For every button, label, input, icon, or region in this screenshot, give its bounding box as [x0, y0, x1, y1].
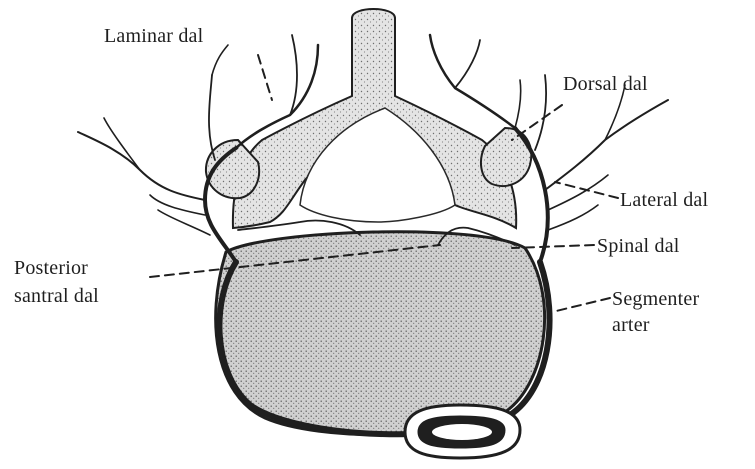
- leader-laminar: [258, 55, 272, 100]
- leader-lateral: [555, 182, 618, 198]
- vertebral-body: [216, 232, 545, 435]
- label-spinal-branch: Spinal dal: [597, 235, 680, 257]
- label-posterior-central-line1: Posterior: [14, 257, 88, 279]
- label-lateral-branch: Lateral dal: [620, 189, 708, 211]
- label-dorsal-branch: Dorsal dal: [563, 73, 648, 95]
- label-laminar-branch: Laminar dal: [104, 25, 203, 47]
- leader-segmental: [552, 298, 610, 312]
- label-segmental-artery-line2: arter: [612, 314, 650, 336]
- segmental-artery-section: [405, 405, 520, 458]
- label-segmental-artery-line1: Segmenter: [612, 288, 699, 310]
- label-posterior-central-line2: santral dal: [14, 285, 99, 307]
